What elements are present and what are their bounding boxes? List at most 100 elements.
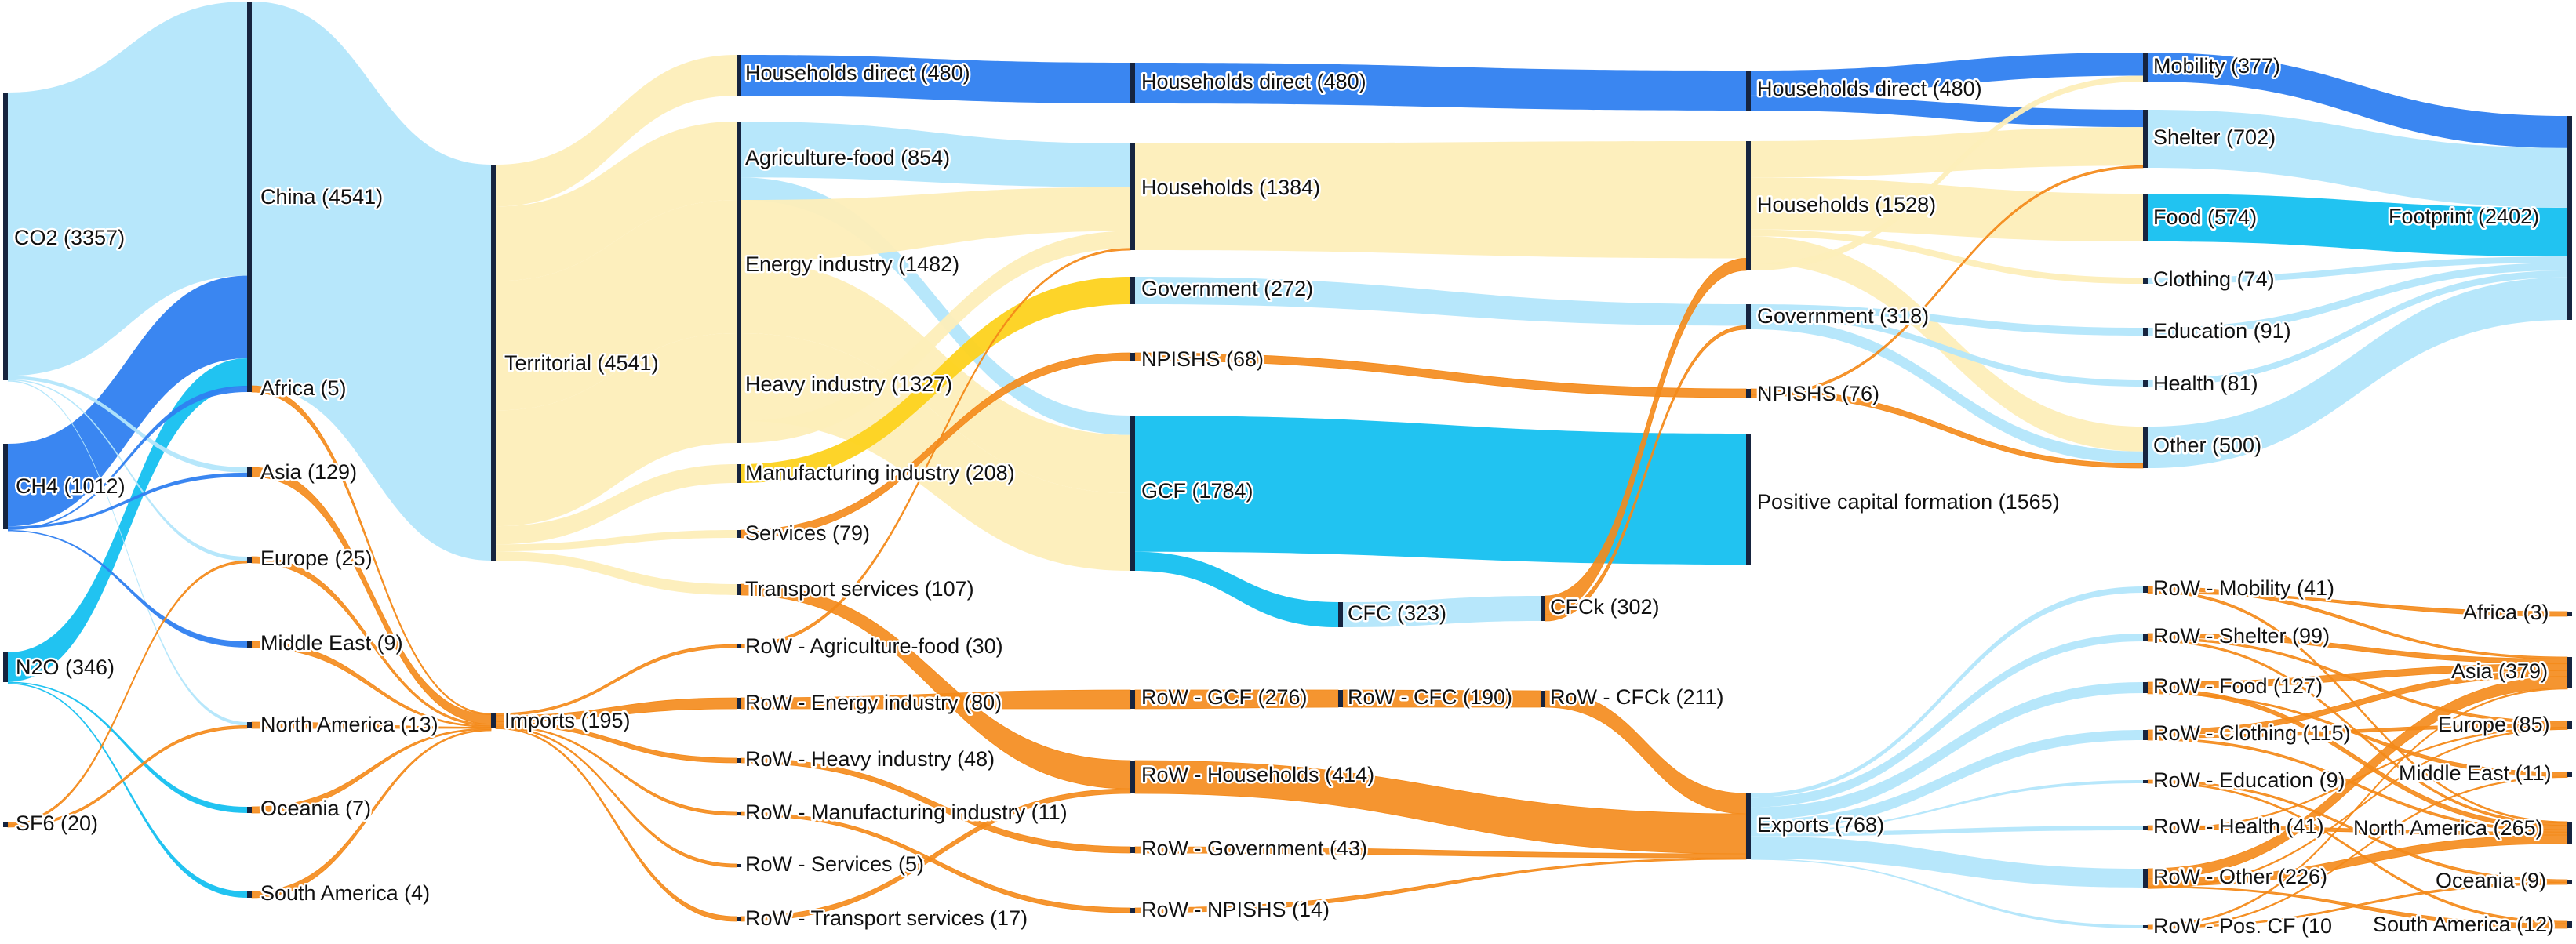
node-label-cfc: CFC (323) [1348,601,1446,625]
node-bar-government2 [1746,304,1751,329]
sankey-link [1751,318,2143,464]
node-label-transport: Transport services (107) [745,577,974,601]
sankey-link [741,231,1130,443]
sankey-link [1751,780,2143,833]
sankey-link [8,275,247,527]
node-bar-mideast-dst [2567,772,2572,777]
node-label-npishs: NPISHS (68) [1141,347,1264,371]
node-label-cfck: CFCk (302) [1550,595,1660,619]
node-label-row-clothing: RoW - Clothing (115) [2153,721,2351,745]
sankey-link [8,358,247,682]
sankey-link [496,464,737,545]
node-label-hh-direct1: Households direct (480) [745,61,970,85]
node-label-row-mobility: RoW - Mobility (41) [2153,576,2334,600]
sankey-link [251,729,492,899]
node-label-hh-direct2: Households direct (480) [1141,70,1366,93]
node-label-samerica-src: South America (4) [260,881,430,905]
node-bar-row-gcf [1130,690,1135,709]
node-bar-row-npishs [1130,908,1135,913]
sankey-link [2148,194,2567,257]
node-label-china: China (4541) [260,185,383,209]
sankey-link [7,560,248,826]
sankey-link [496,55,737,207]
node-bar-row-poscf [2143,925,2148,928]
node-bar-row-cfc [1338,690,1343,707]
node-bar-government [1130,277,1135,304]
node-bar-row-households [1130,761,1135,793]
sankey-link [1751,836,2143,888]
node-label-clothing: Clothing (74) [2153,267,2275,291]
node-label-row-households: RoW - Households (414) [1141,763,1374,786]
node-bar-exports [1746,793,1751,859]
node-label-samerica-dst: South America (12) [2373,913,2554,936]
node-label-row-other: RoW - Other (226) [2153,865,2327,888]
node-bar-row-mobility [2143,586,2148,593]
sankey-link [741,333,1130,571]
node-bar-manuf [737,464,741,483]
sankey-link [741,122,1130,187]
sankey-link [2148,110,2567,208]
node-bar-africa-src [247,386,252,392]
sankey-link [2148,270,2567,387]
node-bar-hh-direct1 [737,55,741,96]
node-label-n2o: N2O (346) [16,655,115,679]
sankey-link [8,376,247,473]
sankey-link [1751,859,2143,928]
node-bar-cfck [1541,596,1545,621]
node-label-row-manuf: RoW - Manufacturing industry (11) [745,801,1068,824]
node-bar-energy [737,200,741,333]
node-label-households: Households (1384) [1141,176,1320,199]
node-label-namerica-dst: North America (265) [2353,816,2543,840]
node-label-europe-src: Europe (25) [260,546,373,570]
node-label-manuf: Manufacturing industry (208) [745,461,1015,485]
node-bar-samerica-dst [2567,921,2572,928]
node-bar-row-cfck [1541,691,1545,707]
node-bar-education [2143,328,2148,336]
node-label-footprint: Footprint (2402) [2389,205,2539,228]
node-label-row-energy: RoW - Energy industry (80) [745,691,1002,714]
sankey-link [2148,263,2567,336]
sankey-link [495,724,737,816]
node-bar-mobility [2143,53,2148,82]
sankey-link [2147,687,2568,928]
node-bar-europe-dst [2567,721,2572,729]
node-label-mideast-src: Middle East (9) [260,631,403,655]
node-label-npishs2: NPISHS (76) [1757,382,1879,405]
node-bar-transport [737,584,741,595]
node-label-africa-dst: Africa (3) [2463,601,2549,624]
node-label-heavy: Heavy industry (1327) [745,372,952,396]
node-label-africa-src: Africa (5) [260,376,347,400]
sankey-links [7,2,2568,930]
node-label-row-education: RoW - Education (9) [2153,768,2345,792]
sankey-link [2148,277,2567,468]
node-bar-territorial [491,165,496,561]
sankey-link [1135,141,1746,259]
node-bar-row-education [2143,780,2148,783]
node-bar-hh-direct3 [1746,71,1751,111]
sankey-link [1751,53,2143,96]
node-label-asia-src: Asia (129) [260,460,357,484]
node-label-services: Services (79) [745,521,870,545]
node-bar-oceania-src [247,807,252,813]
node-label-education: Education (91) [2153,319,2291,343]
node-label-other: Other (500) [2153,434,2261,457]
node-bar-clothing [2143,278,2148,284]
node-bar-asia-dst [2567,657,2572,688]
node-bar-hh-direct2 [1130,63,1135,103]
node-bar-shelter [2143,110,2148,168]
node-bar-services [737,530,741,538]
node-label-row-services: RoW - Services (5) [745,852,924,876]
node-label-mideast-dst: Middle East (11) [2399,761,2552,785]
node-label-imports: Imports (195) [504,709,631,732]
sankey-link [2148,53,2567,148]
sankey-link [1751,236,2143,452]
node-bar-health [2143,380,2148,387]
sankey-link [8,681,247,813]
sankey-link [1135,416,1746,565]
node-bar-row-transport [737,917,741,921]
sankey-link [495,725,737,868]
sankey-link [8,472,247,529]
node-label-oceania-src: Oceania (7) [260,797,371,820]
sankey-link [496,122,737,281]
node-label-territorial: Territorial (4541) [504,351,659,375]
